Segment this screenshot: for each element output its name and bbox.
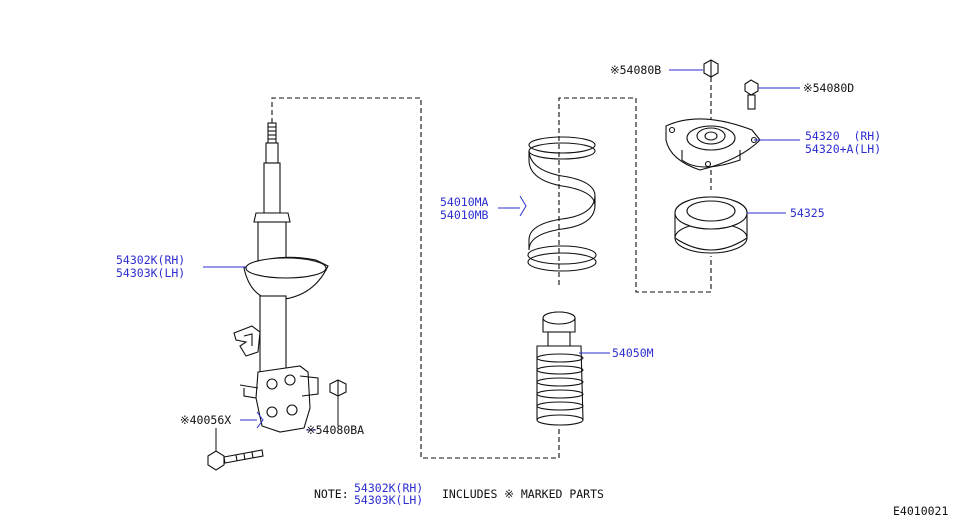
mount-bearing <box>674 196 748 254</box>
note-prefix: NOTE: <box>314 487 349 501</box>
nut-54080b <box>703 59 719 78</box>
note-suffix: INCLUDES ※ MARKED PARTS <box>442 487 604 501</box>
figure-code: E4010021 <box>893 504 948 518</box>
callout-strut-lh: 54303K(LH) <box>116 266 185 280</box>
nut-54080ba <box>329 379 347 426</box>
callout-bound-bumper: 54050M <box>612 346 654 360</box>
callout-strut-rh: 54302K(RH) <box>116 253 185 267</box>
callout-mount-lh: 54320+A(LH) <box>805 142 881 156</box>
note-part-lh: 54303K(LH) <box>354 493 423 507</box>
callout-spring-mb: 54010MB <box>440 208 489 222</box>
callout-bolt-54080d: ※54080D <box>803 81 854 95</box>
coil-spring <box>527 136 597 272</box>
bolt-40056x <box>207 428 264 471</box>
callout-bearing: 54325 <box>790 206 825 220</box>
leader-lines <box>203 69 800 431</box>
note-part-rh: 54302K(RH) <box>354 481 423 495</box>
callout-spring-ma: 54010MA <box>440 195 489 209</box>
bolt-54080d <box>744 79 759 110</box>
callout-nut-54080b: ※54080B <box>610 63 661 77</box>
strut-assembly <box>233 122 329 433</box>
callout-nut-54080ba: ※54080BA <box>306 423 364 437</box>
bound-bumper <box>536 311 584 426</box>
note: NOTE: 54302K(RH) 54303K(LH) INCLUDES ※ M… <box>314 481 604 507</box>
strut-mount <box>665 118 761 171</box>
callout-bolt-40056x: ※40056X <box>180 413 231 427</box>
callout-mount-rh: 54320 (RH) <box>805 129 881 143</box>
